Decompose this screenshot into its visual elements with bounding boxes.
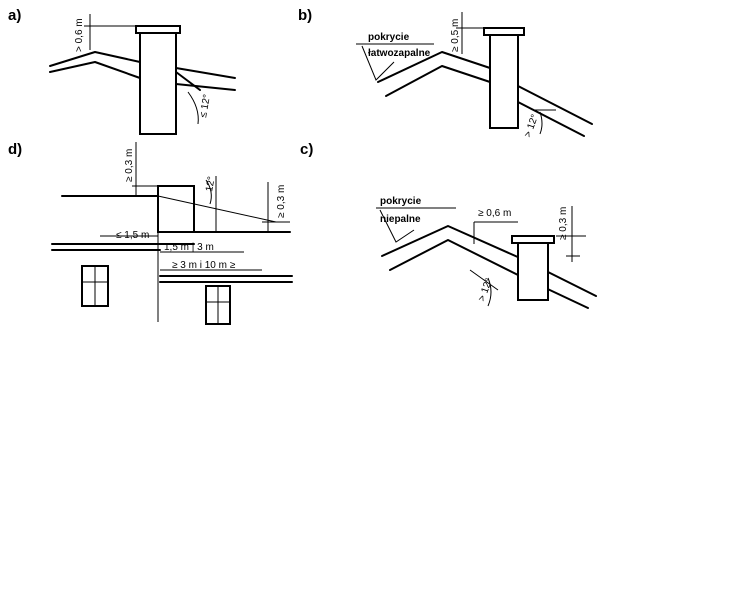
panel-b-cover-line2: łatwozapalne — [368, 48, 431, 59]
panel-c-chimney-cap — [511, 235, 555, 244]
panel-a-roof-upper — [49, 51, 141, 67]
panel-c-cover-line2: niepalne — [380, 214, 421, 225]
panel-a-angle-dim: ≤ 12° — [198, 94, 213, 119]
panel-c-angle-dim: > 12° — [476, 277, 494, 303]
panel-b-cover-line1: pokrycie — [368, 32, 410, 43]
panel-c-cover-line1: pokrycie — [380, 196, 422, 207]
panel-c-chimney — [517, 241, 549, 301]
panel-b-roof-upper — [377, 51, 491, 83]
panel-b-cover-pointer — [361, 45, 395, 81]
panel-c-height-dim: ≥ 0,3 m — [558, 207, 569, 240]
panel-a-roof-lower — [49, 61, 141, 79]
panel-d-left-dist: ≤ 1,5 m — [116, 230, 149, 241]
panel-b-chimney — [489, 33, 519, 129]
panel-c-roof-upper — [381, 225, 597, 297]
panel-c-label: c) — [300, 141, 313, 158]
panel-a-chimney — [139, 31, 177, 135]
panel-d-window-left — [81, 265, 109, 307]
panel-b-roof-lower — [385, 65, 491, 97]
panel-b-angle-dim: > 12° — [522, 113, 540, 139]
panel-d: d) 12° ≥ 0,3 m ≥ 0,3 m ≤ 1,5 m 1,5 m | 3… — [8, 141, 293, 325]
panel-d-bottom-dist: ≥ 3 m i 10 m ≥ — [172, 260, 236, 271]
panel-d-height-top: ≥ 0,3 m — [124, 149, 135, 182]
panel-b-roof-right-upper — [517, 85, 593, 125]
panel-b: b) pokrycie łatwozapalne ≥ 0,5 m > 12° — [298, 7, 593, 139]
panel-a-height-dim: > 0,6 m — [74, 18, 85, 52]
panel-a-angle-arc — [187, 91, 199, 125]
panel-a-roof-right-lower — [175, 83, 236, 91]
panel-a: a) > 0,6 m ≤ 12° — [8, 7, 236, 135]
panel-a-roof-right-upper — [175, 67, 236, 79]
panel-d-mid-dist: 1,5 m | 3 m — [164, 242, 214, 253]
panel-c-angle-arc — [487, 277, 492, 307]
panel-a-label: a) — [8, 7, 21, 24]
panel-b-chimney-cap — [483, 27, 525, 36]
panel-c: c) pokrycie niepalne ≥ 0,6 m ≥ 0,3 m > 1… — [300, 141, 597, 309]
panel-c-width-dim: ≥ 0,6 m — [478, 208, 511, 219]
panel-d-slope-line — [157, 195, 277, 223]
panel-d-chimney — [157, 185, 195, 233]
panel-d-angle-arc — [205, 179, 212, 205]
panel-d-angle: 12° — [204, 176, 217, 193]
panel-b-height-dim: ≥ 0,5 m — [450, 19, 461, 52]
panel-b-label: b) — [298, 7, 312, 24]
panel-d-height-right: ≥ 0,3 m — [276, 185, 287, 218]
panel-c-angle-base — [469, 269, 499, 291]
panel-b-angle-arc — [539, 111, 543, 135]
panel-c-roof-lower — [389, 239, 589, 309]
panel-b-roof-right-lower — [517, 101, 585, 137]
panel-c-cover-pointer — [379, 209, 415, 243]
panel-d-label: d) — [8, 141, 22, 158]
panel-d-window-right — [205, 285, 231, 325]
panel-a-chimney-cap — [135, 25, 181, 34]
panel-a-roof-right-edge — [175, 71, 201, 91]
